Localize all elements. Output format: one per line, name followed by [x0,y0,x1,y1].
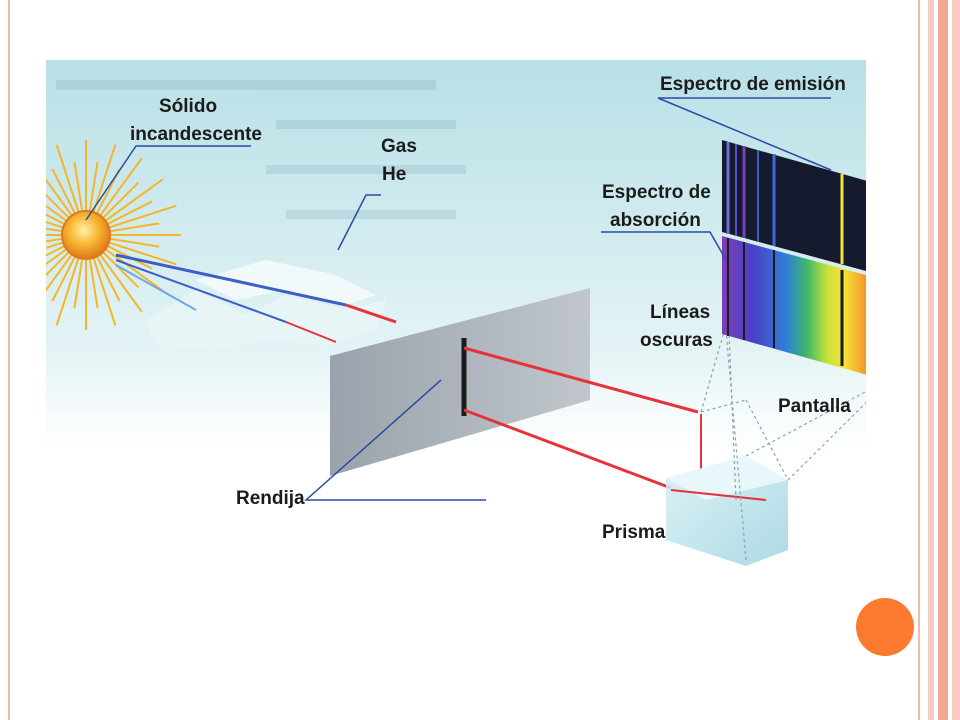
sun-ray [106,240,177,266]
label-gas-1: Gas [381,136,417,157]
label-gas-2: He [382,164,406,185]
sun-ray [107,237,160,248]
sun-disc [61,210,111,260]
sun-ray [88,161,99,214]
label-absorption-2: absorción [610,210,701,231]
emission-spectrum [722,140,892,278]
label-solid-1: Sólido [159,96,217,117]
slide-frame [8,0,920,720]
side-bar-2 [938,0,948,720]
sun-ray [98,157,143,218]
orange-dot-decoration [856,598,914,656]
slit-panel [330,288,590,476]
gas-cloud [146,260,386,350]
label-prism: Prisma [602,522,666,543]
sun-ray [103,247,164,292]
sun-ray [91,144,117,215]
spectroscopy-diagram: Sólido incandescente Gas He Espectro de … [0,60,892,580]
sun-ray [51,168,77,216]
label-slit: Rendija [236,488,305,509]
sun-ray [55,144,81,215]
sun-ray [95,254,121,302]
sun-ray [98,252,143,313]
label-absorption-1: Espectro de [602,182,711,203]
sun-ray [103,178,164,223]
sun-ray [73,256,84,309]
sun-ray [100,181,140,221]
label-emission: Espectro de emisión [660,74,846,95]
side-decoration [928,0,960,720]
sun-ray [91,255,117,326]
sun-ray [107,222,160,233]
side-bar-1 [928,0,934,720]
faint-background-text [56,80,466,219]
sun-ray [100,249,140,289]
sun-ray [105,200,153,226]
label-dark-lines-1: Líneas [650,302,710,323]
diagram-svg: Sólido incandescente Gas He Espectro de … [0,60,892,580]
sun-ray [106,204,177,230]
sun-ray [51,254,77,302]
sun-ray [73,161,84,214]
label-leaders [85,97,832,501]
sun-ray [55,255,81,326]
label-dark-lines-2: oscuras [640,330,713,351]
prism-icon [666,456,788,566]
label-screen: Pantalla [778,396,851,417]
light-rays [115,253,397,343]
sun-ray [88,256,99,309]
side-bar-3 [952,0,960,720]
label-solid-2: incandescente [130,124,262,145]
